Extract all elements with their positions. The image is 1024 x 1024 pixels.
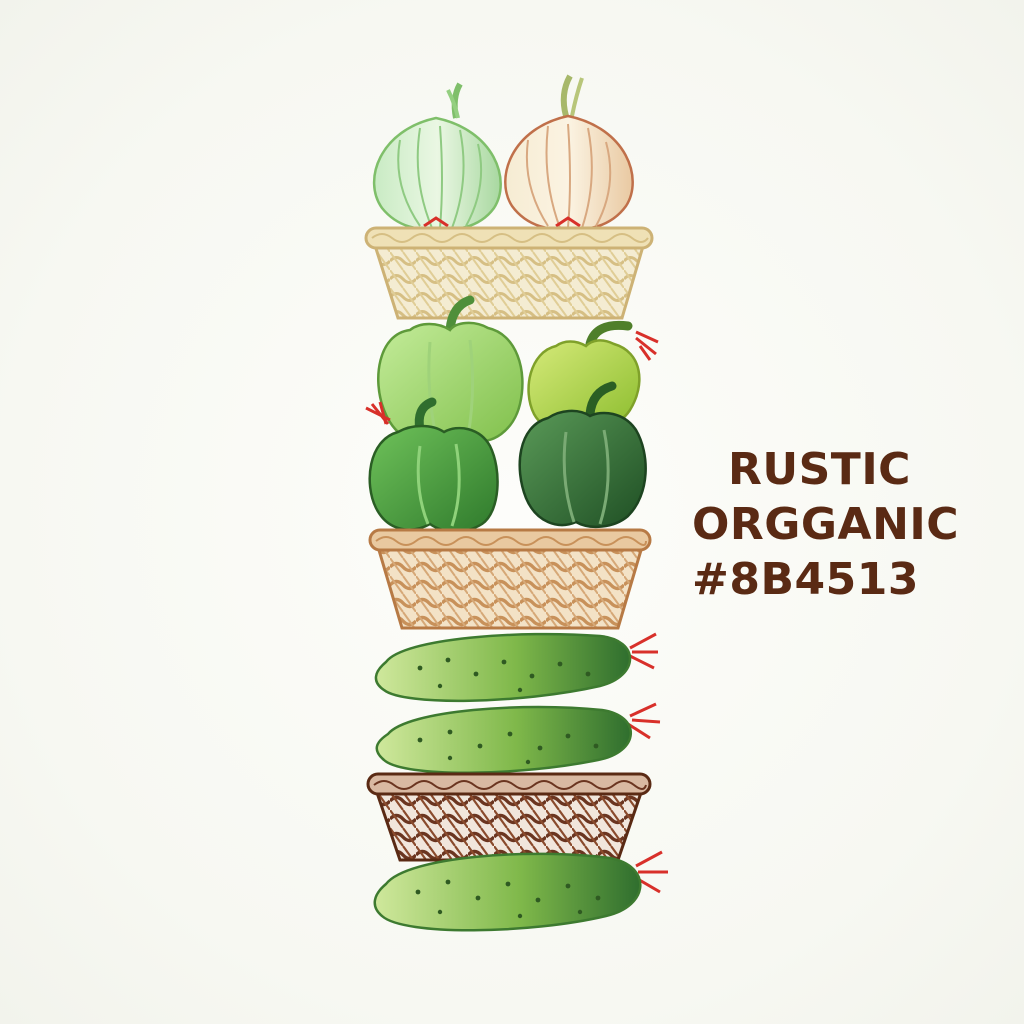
bell-pepper-icon [365, 397, 499, 533]
onion-icon [504, 74, 634, 232]
bell-pepper-icon [527, 320, 659, 431]
brand-label: RUSTIC ORGGANIC #8B4513 [692, 442, 992, 607]
label-line-hex-code: #8B4513 [692, 554, 919, 605]
basket-icon [368, 528, 652, 630]
basket-icon [364, 226, 654, 320]
basket-icon [366, 772, 652, 862]
bell-pepper-icon [377, 295, 524, 449]
onion-icon [372, 82, 502, 232]
label-line-rustic: RUSTIC [728, 444, 911, 495]
bell-pepper-icon [518, 381, 647, 529]
cucumber-icon [375, 702, 661, 774]
label-line-organic: ORGGANIC [692, 499, 960, 550]
cucumber-icon [373, 850, 668, 932]
cucumber-icon [374, 632, 658, 703]
